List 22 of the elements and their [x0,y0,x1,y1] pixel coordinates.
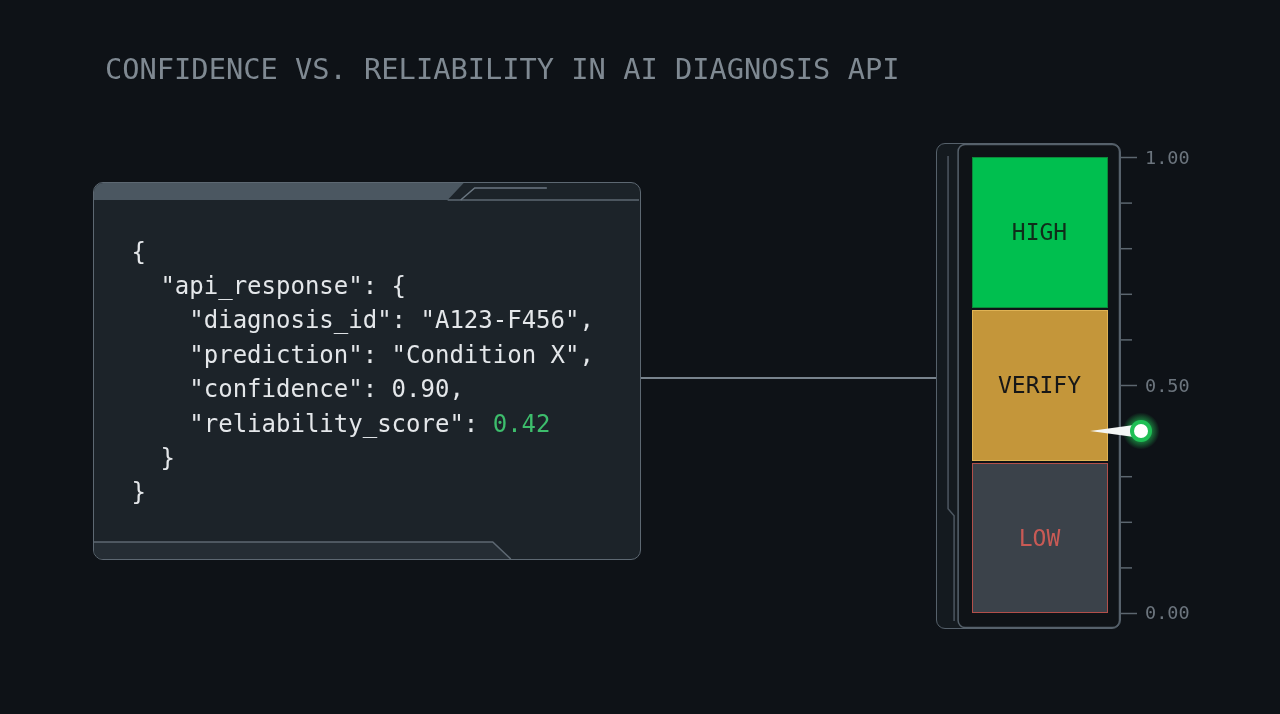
connector-line [640,377,937,379]
code-line: "prediction": "Condition X", [189,340,594,369]
scale-label: 0.50 [1145,375,1190,397]
gauge-band [971,309,1108,461]
code-line: } [131,478,146,507]
code-line: "reliability_score": [189,409,479,438]
gauge-band [971,462,1108,613]
code-line: "diagnosis_id": "A123-F456", [189,306,594,335]
code-line: { [131,237,146,266]
gauge-band [971,156,1108,308]
gauge-frame [936,143,1121,629]
band-label: VERIFY [997,371,1082,399]
code-value: 0.42 [492,409,551,438]
scale-label: 1.00 [1145,146,1190,169]
code-line: "api_response": { [160,271,407,300]
band-label: LOW [1018,523,1061,552]
title: CONFIDENCE VS. RELIABILITY IN AI DIAGNOSIS API [105,51,900,87]
code-line: } [160,443,175,472]
band-label: HIGH [1011,218,1068,246]
scale-label: 0.00 [1145,602,1190,624]
code-panel [93,182,641,560]
code-line: "confidence": 0.90, [189,375,464,404]
